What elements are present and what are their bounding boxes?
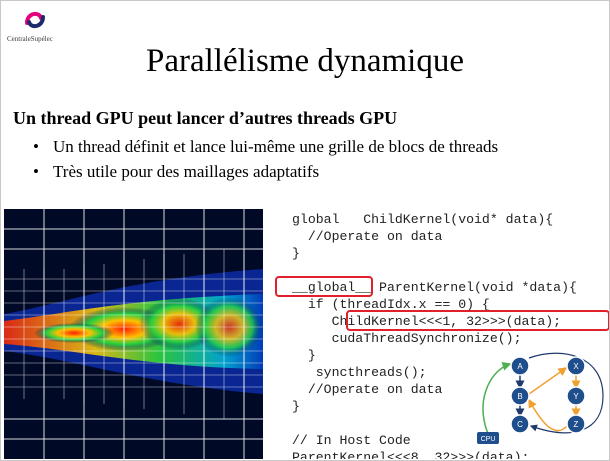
centralesupelec-logo: CentraleSupélec [7,9,77,49]
logo-mark-icon [25,11,45,29]
code-line: cudaThreadSynchronize(); [331,331,522,346]
svg-text:B: B [517,392,522,401]
bullet-icon: • [33,137,39,156]
bullet-item: • Très utile pour des maillages adaptatif… [33,159,498,184]
svg-text:C: C [517,420,523,429]
kernel-launch-diagram: A B C X Y Z CPU [463,346,607,446]
node-cpu: CPU [477,432,499,444]
slide-title: Parallélisme dynamique [146,43,464,80]
code-line: //Operate on data [307,382,443,397]
code-line: ParentKernel<<<8, 32>>>(data); [292,450,530,459]
code-line: global ChildKernel(void* data){ [292,212,554,227]
code-line: syncthreads(); [315,365,427,380]
node-c: C [510,414,530,434]
node-y: Y [566,386,586,406]
svg-text:A: A [517,362,523,371]
svg-text:Z: Z [574,420,579,429]
logo-text: CentraleSupélec [7,35,53,43]
code-line: __global__ ParentKernel(void *data){ [292,280,577,295]
edge-b-x [528,367,568,395]
svg-text:X: X [573,362,579,371]
bullet-text: Un thread définit et lance lui-même une … [53,137,499,156]
code-line: } [292,399,300,414]
code-line: //Operate on data [307,229,443,244]
edge-cpu-a [482,361,512,441]
code-line: ChildKernel<<<1, 32>>>(data); [331,314,562,329]
code-block: global ChildKernel(void* data){ //Operat… [292,211,577,459]
code-line: if (threadIdx.x == 0) { [307,297,490,312]
child-kernel-launch-highlight [346,310,609,331]
bullet-icon: • [33,162,39,181]
bullet-list: • Un thread définit et lance lui-même une… [33,134,498,184]
bullet-text: Très utile pour des maillages adaptatifs [53,162,320,181]
node-x: X [566,356,586,376]
edge-z-b [528,398,568,432]
code-line: } [292,246,300,261]
svg-text:Y: Y [573,392,579,401]
slide-subtitle: Un thread GPU peut lancer d’autres threa… [13,108,398,128]
node-b: B [510,386,530,406]
global-keyword-highlight [275,276,373,297]
code-line: } [307,348,316,363]
edge-return [528,352,604,434]
svg-text:CPU: CPU [481,436,496,443]
bullet-item: • Un thread définit et lance lui-même une… [33,134,498,159]
node-a: A [510,356,530,376]
node-z: Z [566,414,586,434]
code-line: // In Host Code [292,433,411,448]
adaptive-mesh-image [4,209,263,459]
